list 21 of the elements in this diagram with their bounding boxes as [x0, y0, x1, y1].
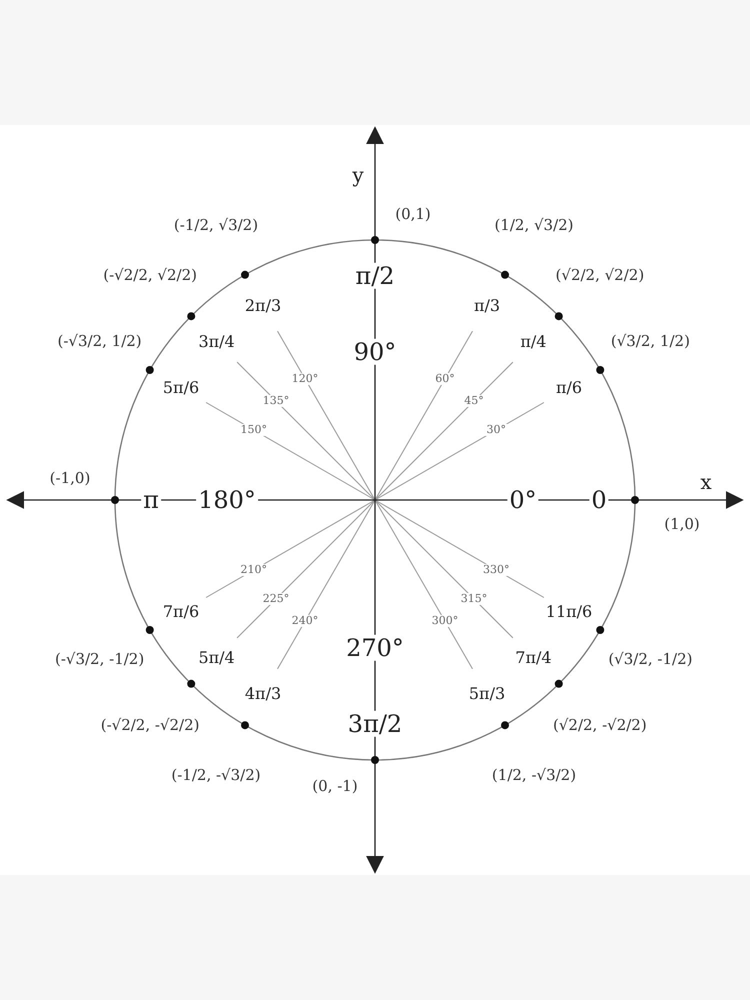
degree-label: 300° [430, 615, 460, 628]
axis-label: x [699, 471, 713, 493]
degree-label: 330° [480, 564, 512, 576]
degree-label: 150° [238, 424, 269, 436]
coordinate-label: (-√2/2, √2/2) [101, 266, 199, 284]
degree-label: 45° [462, 394, 486, 408]
degree-label: 315° [458, 592, 490, 606]
coordinate-label: (0,1) [393, 206, 433, 222]
degree-label: 60° [433, 372, 457, 385]
coordinate-label: (√2/2, -√2/2) [551, 716, 649, 734]
degree-label: 225° [260, 592, 292, 606]
coordinate-label: (√2/2, √2/2) [554, 266, 646, 284]
coordinate-label: (-1,0) [48, 470, 92, 486]
degree-label: 210° [238, 564, 269, 576]
radian-label: π/6 [554, 379, 584, 397]
degree-label: 240° [290, 615, 320, 628]
coordinate-label: (1,0) [662, 516, 702, 532]
radian-label: π/4 [518, 332, 548, 350]
coordinate-label: (0, -1) [310, 778, 360, 794]
axis-label: y [351, 164, 365, 186]
degree-label: 30° [484, 424, 508, 436]
